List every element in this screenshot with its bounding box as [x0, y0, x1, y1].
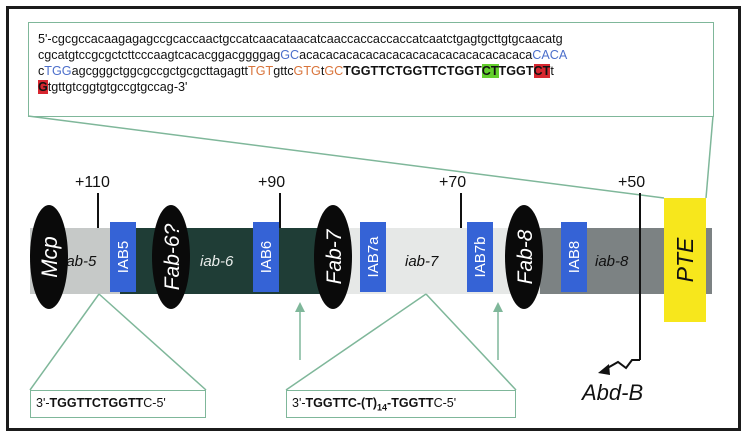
position-label-110: +110 [75, 174, 110, 191]
arrow-fab7-right-head [493, 302, 503, 312]
sequence-run: TGT [248, 64, 274, 78]
callout-right-bold-2: -TGGTT [387, 396, 434, 410]
arrow-fab7-left-head [295, 302, 305, 312]
gene-label-abd-b: Abd-B [582, 380, 644, 405]
callout-right-bold-1: TGGTTC-(T) [305, 396, 378, 410]
sequence-run: CT [481, 64, 499, 78]
boundary-label-fab7: Fab-7 [323, 228, 346, 284]
sequence-run: agcgggctggcgccgctgcgcttagagtt [71, 64, 249, 78]
callout-left-box [30, 390, 206, 418]
iab8-label: IAB8 [566, 241, 583, 274]
sequence-line-2: cgcatgtccgcgctcttcccaagtcacacggacggggagG… [38, 47, 705, 63]
boundary-fab8 [505, 205, 543, 309]
region-label-iab7: iab-7 [405, 253, 439, 270]
callout-right-line-2 [425, 293, 517, 391]
iab5-label: IAB5 [115, 241, 132, 274]
boundary-fab6 [152, 205, 190, 309]
callout-left-prefix: 3'- [36, 396, 50, 410]
zoom-line-right [705, 115, 714, 199]
sequence-run: GTG [293, 64, 321, 78]
sequence-run: CACA [532, 48, 568, 62]
boundary-label-fab8: Fab-8 [514, 229, 537, 284]
iab7a-box [360, 222, 386, 292]
region-label-iab6: iab-6 [200, 253, 234, 270]
sequence-run: TGG [44, 64, 72, 78]
sequence-run: TGGTTCTGGTTCTGGT [343, 64, 482, 78]
pte-label: PTE [672, 237, 698, 282]
abdb-arrowhead [598, 364, 610, 375]
iab7b-box [467, 222, 493, 292]
callout-right-subscript: 14 [377, 402, 388, 413]
boundary-fab7 [314, 205, 352, 309]
sequence-run: TGGT [498, 64, 534, 78]
callout-left-line-2 [98, 293, 207, 391]
callout-right-text: 3'-TGGTTC-(T)14-TGGTTC-5' [292, 396, 456, 413]
zoom-line-left [27, 115, 665, 199]
iab8-box [561, 222, 587, 292]
iab6-label: IAB6 [258, 241, 275, 274]
sequence-run: 5'-cgcgccacaagagagccgcaccaactgccatcaacat… [38, 32, 563, 46]
figure-frame [6, 6, 741, 431]
boundary-label-fab6: Fab-6? [161, 223, 184, 290]
iab5-box [110, 222, 136, 292]
iab6-box [253, 222, 279, 292]
sequence-run: cgcatgtccgcgctcttcccaagtcacacggacggggag [38, 48, 281, 62]
sequence-run: G [38, 80, 48, 94]
position-label-50: +50 [618, 174, 645, 191]
position-label-90: +90 [258, 174, 285, 191]
callout-left-suffix: C-5' [143, 396, 166, 410]
sequence-run: gttc [273, 64, 294, 78]
sequence-line-4: Gtgttgtcggtgtgccgtgccag-3' [38, 79, 705, 95]
sequence-run: GC [324, 64, 344, 78]
sequence-run: GC [280, 48, 300, 62]
sequence-run: CT [533, 64, 551, 78]
sequence-run: c [38, 64, 45, 78]
callout-left-line-1 [29, 293, 100, 391]
callout-left-bold: TGGTTCTGGTT [49, 396, 144, 410]
pte-box [664, 198, 706, 322]
sequence-run: acacacacacacacacacacacacacacacacaca [299, 48, 533, 62]
region-label-iab8: iab-8 [595, 253, 629, 270]
callout-right-line-1 [285, 293, 427, 391]
sequence-line-3: cTGGagcgggctggcgccgctgcgcttagagttTGTgttc… [38, 63, 705, 79]
sequence-box: 5'-cgcgccacaagagagccgcaccaactgccatcaacat… [28, 22, 714, 117]
position-label-70: +70 [439, 174, 466, 191]
sequence-run: tgttgtcggtgtgccgtgccag-3' [47, 80, 188, 94]
region-label-iab5: iab-5 [63, 253, 97, 270]
sequence-line-1: 5'-cgcgccacaagagagccgcaccaactgccatcaacat… [38, 31, 705, 47]
segment-iab8 [540, 228, 664, 294]
callout-right-suffix: C-5' [433, 396, 457, 410]
sequence-run: t [550, 64, 554, 78]
iab7b-label: IAB7b [472, 237, 489, 278]
callout-left-text: 3'-TGGTTCTGGTTC-5' [36, 396, 166, 410]
boundary-label-mcp: Mcp [37, 236, 62, 278]
callout-right-box [286, 390, 516, 418]
sequence-run: t [320, 64, 325, 78]
boundary-mcp [30, 205, 68, 309]
callout-right-prefix: 3'- [292, 396, 306, 410]
abdb-transcription-arrow [603, 359, 640, 371]
iab7a-label: IAB7a [365, 236, 382, 278]
